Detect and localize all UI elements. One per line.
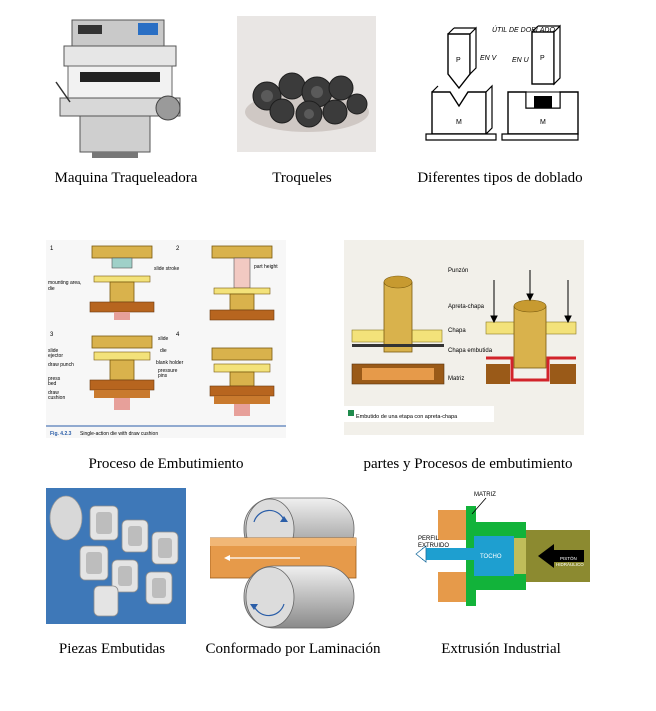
- svg-text:slide: slide: [48, 348, 59, 354]
- svg-text:blank holder: blank holder: [156, 360, 184, 366]
- figure-extrusion: MATRIZ PERFIL EXTRUIDO TOCHO PISTÓN HIDR…: [414, 486, 590, 622]
- svg-text:PISTÓN: PISTÓN: [560, 555, 577, 561]
- svg-text:draw punch: draw punch: [48, 362, 74, 368]
- svg-text:2: 2: [176, 246, 180, 252]
- svg-text:Single-action die with draw cu: Single-action die with draw cushion: [80, 431, 158, 437]
- svg-text:pressure: pressure: [158, 368, 178, 374]
- svg-text:Chapa embutida: Chapa embutida: [448, 348, 493, 354]
- svg-text:TOCHO: TOCHO: [480, 554, 502, 560]
- svg-text:Embutido de una etapa con apre: Embutido de una etapa con apreta-chapa: [356, 414, 458, 420]
- figure-machine: [50, 12, 190, 162]
- svg-text:Matriz: Matriz: [448, 376, 464, 382]
- figure-rolling: [209, 494, 370, 630]
- svg-text:3: 3: [50, 332, 54, 338]
- figure-drawing-parts: Punzón Apreta-chapa Chapa Chapa embutida…: [344, 240, 584, 435]
- caption-extrusion: Extrusión Industrial: [441, 641, 561, 657]
- bending-v-label: EN V: [480, 55, 498, 62]
- caption-drawing-process: Proceso de Embutimiento: [88, 456, 244, 472]
- svg-text:pins: pins: [158, 373, 168, 379]
- bending-punch-a: P: [456, 57, 461, 64]
- svg-text:press: press: [48, 376, 61, 382]
- caption-bending: Diferentes tipos de doblado: [417, 170, 583, 186]
- caption-dies: Troqueles: [272, 170, 332, 186]
- svg-text:mounting area,: mounting area,: [48, 280, 81, 286]
- figure-drawn-parts: [46, 488, 186, 624]
- figure-dies: [237, 16, 376, 152]
- caption-drawn-parts: Piezas Embutidas: [58, 641, 166, 657]
- svg-text:slide stroke: slide stroke: [154, 266, 180, 272]
- figure-bending: ÚTIL DE DOBLADO P EN V M P EN U M: [420, 12, 580, 147]
- svg-text:Fig. 4.2.3: Fig. 4.2.3: [50, 431, 72, 437]
- caption-rolling: Conformado por Laminación: [205, 641, 381, 657]
- svg-text:Punzón: Punzón: [448, 268, 468, 274]
- svg-text:Apreta-chapa: Apreta-chapa: [448, 304, 485, 310]
- svg-text:EXTRUIDO: EXTRUIDO: [418, 543, 449, 549]
- svg-text:4: 4: [176, 332, 180, 338]
- svg-text:part height: part height: [254, 264, 278, 270]
- svg-text:Chapa: Chapa: [448, 328, 466, 334]
- caption-drawing-parts: partes y Procesos de embutimiento: [363, 456, 573, 472]
- figure-drawing-process: 1 2 3 4 mounting area, die slide stroke …: [46, 240, 286, 438]
- svg-text:ejector: ejector: [48, 353, 63, 359]
- svg-text:cushion: cushion: [48, 395, 65, 401]
- bending-punch-b: P: [540, 55, 545, 62]
- bending-die-b: M: [540, 119, 546, 126]
- svg-text:HIDRÁULICO: HIDRÁULICO: [556, 561, 584, 567]
- bending-u-label: EN U: [512, 57, 530, 64]
- svg-text:slide: slide: [158, 336, 169, 342]
- bending-title: ÚTIL DE DOBLADO: [492, 25, 555, 34]
- caption-machine: Maquina Traqueleadora: [54, 170, 198, 186]
- svg-text:bed: bed: [48, 381, 57, 387]
- svg-text:PERFIL: PERFIL: [418, 536, 440, 542]
- svg-text:MATRIZ: MATRIZ: [474, 492, 496, 498]
- svg-text:die: die: [48, 286, 55, 292]
- svg-text:die: die: [160, 348, 167, 354]
- svg-text:1: 1: [50, 246, 54, 252]
- svg-text:draw: draw: [48, 390, 59, 396]
- bending-die-a: M: [456, 119, 462, 126]
